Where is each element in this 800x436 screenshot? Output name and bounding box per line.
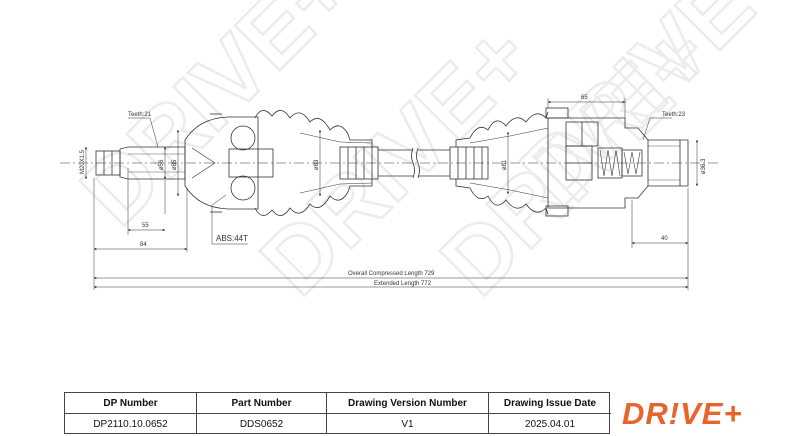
dim55-label: 55 xyxy=(142,223,149,229)
dim40-label: 40 xyxy=(661,236,668,242)
dimension-labels: Teeth:21 Teeth:23 M20X1.5 ø56 ø85 ø83 ø8… xyxy=(80,95,707,287)
left-spline-section xyxy=(339,146,379,180)
brand-logo: DR!VE+ xyxy=(622,396,792,432)
left-cv-joint xyxy=(184,113,274,213)
dp-number-header: DP Number xyxy=(65,393,197,414)
d56-label: ø56 xyxy=(159,159,165,170)
title-block: DP Number Part Number Drawing Version Nu… xyxy=(64,392,611,434)
d85-label: ø85 xyxy=(172,159,178,170)
part-number-header: Part Number xyxy=(197,393,327,414)
dim84-label: 84 xyxy=(140,242,147,248)
version-value: V1 xyxy=(327,414,489,434)
watermark-text: DRIVE+ xyxy=(502,0,800,224)
teeth-right-label: Teeth:23 xyxy=(662,112,686,118)
right-stub-shaft xyxy=(648,139,689,187)
logo-text: DR!VE+ xyxy=(622,396,743,431)
left-boot xyxy=(254,110,373,216)
dim65-label: 65 xyxy=(581,95,588,101)
dp-number-value: DP2110.10.0652 xyxy=(65,414,197,434)
right-boot xyxy=(455,111,549,215)
overall-length-label: Overall Compressed Length 729 xyxy=(348,271,435,277)
d83-label: ø83 xyxy=(314,159,320,170)
issue-date-value: 2025.04.01 xyxy=(524,418,576,430)
right-spline-section xyxy=(449,146,489,180)
part-number-value: DDS0652 xyxy=(197,414,327,434)
teeth-left-label: Teeth:21 xyxy=(128,112,152,118)
version-header: Drawing Version Number xyxy=(327,393,489,414)
d81-label: ø81 xyxy=(502,159,508,170)
extended-length-label: Extended Length 772 xyxy=(374,281,432,287)
main-shaft xyxy=(378,147,450,179)
issue-date-header: Drawing Issue Date xyxy=(489,393,611,414)
watermark: DRIVE+ DRIVE+ DRIVE+ DRIVE+ xyxy=(61,0,800,315)
abs-label: ABS:44T xyxy=(216,234,248,243)
thread-label: M20X1.5 xyxy=(80,149,86,174)
d36-label: ø36.3 xyxy=(701,158,707,174)
dimension-lines xyxy=(84,98,699,290)
